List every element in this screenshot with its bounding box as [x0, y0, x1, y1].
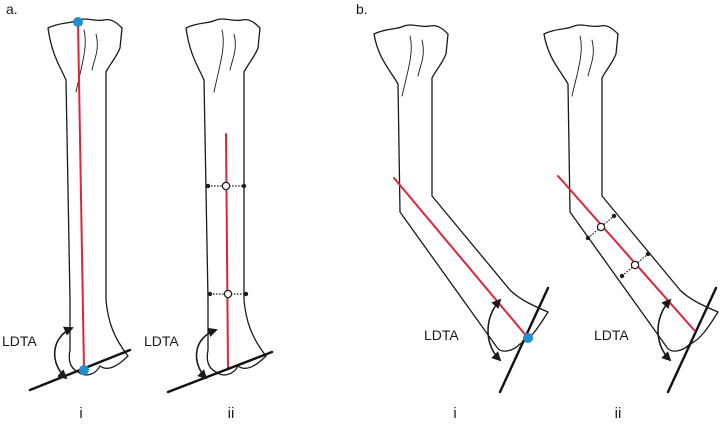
distal-landmark-dot [523, 333, 533, 343]
mechanical-axis-line [225, 133, 229, 369]
ldta-label: LDTA [144, 333, 179, 349]
panel-b-letter: b. [356, 1, 368, 17]
tibia-a-ii: LDTA ii [144, 18, 274, 422]
cortex-point [645, 251, 651, 257]
tibia-ridge-2 [91, 33, 98, 71]
midpoint-marker-upper [221, 181, 231, 191]
distal-joint-line [666, 286, 718, 394]
tibia-ridge [213, 29, 224, 93]
panel-b-i-label: i [453, 405, 456, 422]
cortex-point [611, 213, 617, 219]
midpoint-marker-lower [223, 289, 233, 299]
tibia-ridge-2 [587, 39, 594, 77]
ldta-angle-arrow [487, 298, 502, 362]
ldta-label: LDTA [2, 333, 37, 349]
cortex-point [207, 291, 213, 297]
midshaft-width-line-upper [587, 215, 615, 239]
midshaft-width-line-lower [621, 253, 649, 277]
cortex-point [205, 183, 211, 189]
ldta-label: LDTA [594, 327, 629, 343]
tibia-outline [47, 18, 129, 376]
panel-a-letter: a. [6, 1, 18, 17]
cortex-point [243, 291, 249, 297]
tibia-outline [543, 24, 719, 352]
ldta-angle-arrow [53, 326, 74, 380]
distal-joint-line [166, 350, 274, 394]
midpoint-marker-upper [596, 222, 606, 232]
tibia-ridge [75, 29, 86, 93]
tibia-ridge-2 [417, 39, 424, 77]
tibia-ridge [401, 35, 412, 97]
distal-landmark-dot [79, 365, 89, 375]
tibia-b-ii: LDTA ii [543, 24, 719, 422]
cortex-point [241, 183, 247, 189]
mechanical-axis-line [77, 21, 85, 371]
cortex-point [585, 235, 591, 241]
tibia-ridge-2 [229, 33, 236, 71]
ldta-angle-arrow [657, 298, 672, 362]
tibia-outline [373, 24, 549, 352]
panel-a-i-label: i [79, 405, 82, 422]
tibia-b-i: LDTA i [373, 24, 550, 422]
ldta-angle-arrow [195, 327, 218, 380]
proximal-landmark-dot [73, 17, 83, 27]
mechanical-axis-line [393, 177, 529, 339]
cortex-point [619, 273, 625, 279]
midpoint-marker-lower [630, 260, 640, 270]
mechanical-axis-line [557, 175, 695, 331]
panel-a-ii-label: ii [228, 405, 235, 422]
tibia-ridge [571, 35, 582, 97]
tibia-a-i: LDTA i [2, 17, 132, 422]
panel-b-ii-label: ii [615, 405, 622, 422]
ldta-label: LDTA [424, 327, 459, 343]
